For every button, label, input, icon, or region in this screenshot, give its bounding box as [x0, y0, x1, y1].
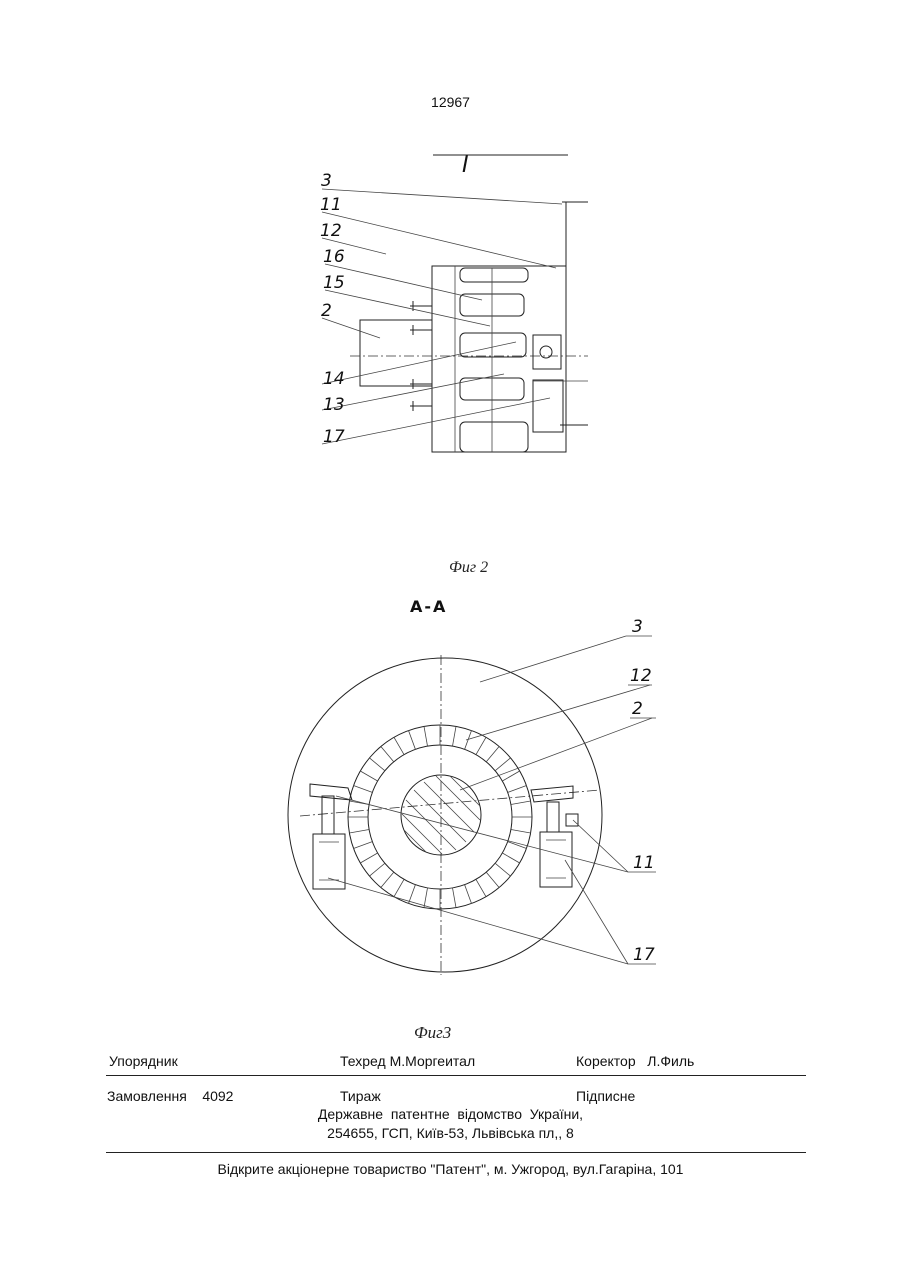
- ring-tick: [453, 726, 457, 746]
- label-17: 17: [323, 427, 345, 447]
- ring-tick: [486, 872, 499, 887]
- order-number: Замовлення 4092: [107, 1088, 233, 1104]
- label-12: 12: [320, 221, 342, 241]
- ring-tick: [495, 758, 510, 771]
- techred: Техред М.Моргеитал: [340, 1053, 475, 1069]
- ring-tick: [409, 731, 416, 750]
- colophon-rule-bottom: [106, 1152, 806, 1153]
- figure-3-caption: Фиг3: [414, 1023, 451, 1042]
- ring-tick: [502, 771, 519, 781]
- horizontal-axis: [300, 790, 600, 816]
- ring-tick: [394, 737, 404, 754]
- right-clip: [566, 814, 578, 826]
- left-bracket: [322, 796, 334, 834]
- label-14: 14: [323, 369, 345, 389]
- ring-tick: [495, 863, 510, 876]
- ring-tick: [381, 872, 394, 887]
- leader-lines: [322, 189, 562, 444]
- right-bracket: [547, 802, 559, 832]
- office-line-1: Державне патентне відомство України,: [0, 1106, 901, 1122]
- ring-tick: [476, 737, 486, 754]
- ring-outer: [348, 725, 532, 909]
- ring-tick: [465, 731, 472, 750]
- label-3: 3: [632, 617, 643, 637]
- corrector: Коректор Л.Филь: [576, 1053, 694, 1069]
- magnet-holder: [533, 380, 563, 432]
- figure-3: А-А: [288, 597, 656, 1042]
- ring-tick: [453, 888, 457, 908]
- ring-tick: [360, 853, 377, 863]
- figure-2: I: [320, 153, 588, 576]
- label-3: 3: [321, 171, 332, 191]
- ring-tick: [381, 747, 394, 762]
- subscription: Підписне: [576, 1088, 635, 1104]
- label-17: 17: [633, 945, 655, 965]
- ring-inner: [368, 745, 512, 889]
- figure-2-caption: Фиг 2: [449, 559, 488, 576]
- label-11: 11: [320, 195, 342, 215]
- ring-tick: [394, 879, 404, 896]
- bearing-circle: [540, 346, 552, 358]
- ring-tick: [424, 726, 428, 746]
- compiler-label: Упорядник: [109, 1053, 178, 1069]
- circulation: Тираж: [340, 1088, 381, 1104]
- ring-tick: [424, 888, 428, 908]
- ring-tick: [354, 842, 373, 849]
- printer-line: Відкрите акціонерне товариство "Патент",…: [0, 1161, 901, 1177]
- section-label: А-А: [410, 597, 447, 616]
- label-2: 2: [632, 699, 643, 719]
- ring-tick: [349, 830, 369, 834]
- ring-tick: [511, 830, 531, 834]
- left-arm: [310, 784, 352, 800]
- ring-tick: [354, 786, 373, 793]
- outer-disk: [288, 658, 602, 972]
- leader-lines-fig3: [328, 636, 656, 964]
- ring-tick: [511, 801, 531, 805]
- ring-tick: [360, 771, 377, 781]
- label-11: 11: [633, 853, 655, 873]
- ring-tick: [370, 758, 385, 771]
- ring-tick: [476, 879, 486, 896]
- ring-tick: [508, 786, 527, 793]
- ring-tick: [465, 885, 472, 904]
- label-2: 2: [321, 301, 332, 321]
- ring-tick: [502, 853, 519, 863]
- label-12: 12: [630, 666, 652, 686]
- bearing-block: [533, 335, 561, 369]
- label-15: 15: [323, 273, 345, 293]
- ring-tick: [409, 885, 416, 904]
- colophon-rule-top: [106, 1075, 806, 1076]
- office-line-2: 254655, ГСП, Київ-53, Львівська пл,, 8: [0, 1125, 901, 1141]
- label-13: 13: [323, 395, 345, 415]
- ring-tick: [370, 863, 385, 876]
- ring-segments: [348, 725, 532, 909]
- ring-tick: [486, 747, 499, 762]
- label-16: 16: [323, 247, 345, 267]
- view-label: I: [462, 153, 469, 178]
- magnet-blocks: [460, 268, 528, 452]
